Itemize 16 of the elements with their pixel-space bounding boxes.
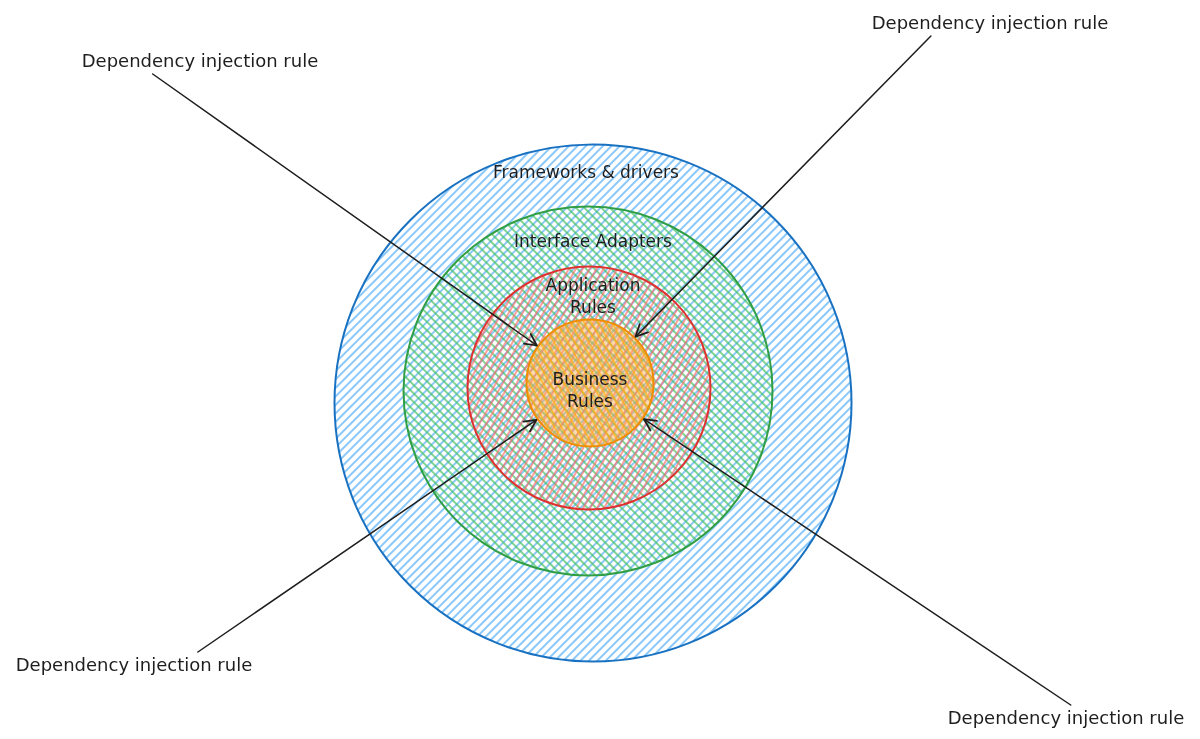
arrow <box>197 418 538 653</box>
annotation-text: Dependency injection rule <box>871 12 1109 34</box>
annotation-text: Dependency injection rule <box>81 50 319 72</box>
arrow <box>151 73 538 347</box>
layer-circle <box>402 205 774 577</box>
annotation-text: Dependency injection rule <box>947 707 1185 729</box>
layer-circle <box>333 143 853 663</box>
arrow <box>643 418 1072 706</box>
annotation-text: Dependency injection rule <box>15 654 253 676</box>
layer-circle <box>466 265 712 511</box>
layer-title: Frameworks & drivers <box>493 161 679 183</box>
layer-title: Application Rules <box>545 274 641 318</box>
arrow <box>634 35 932 338</box>
layer-circle <box>525 318 655 448</box>
layer-title: Business Rules <box>552 368 628 412</box>
layer-title: Interface Adapters <box>514 230 672 252</box>
